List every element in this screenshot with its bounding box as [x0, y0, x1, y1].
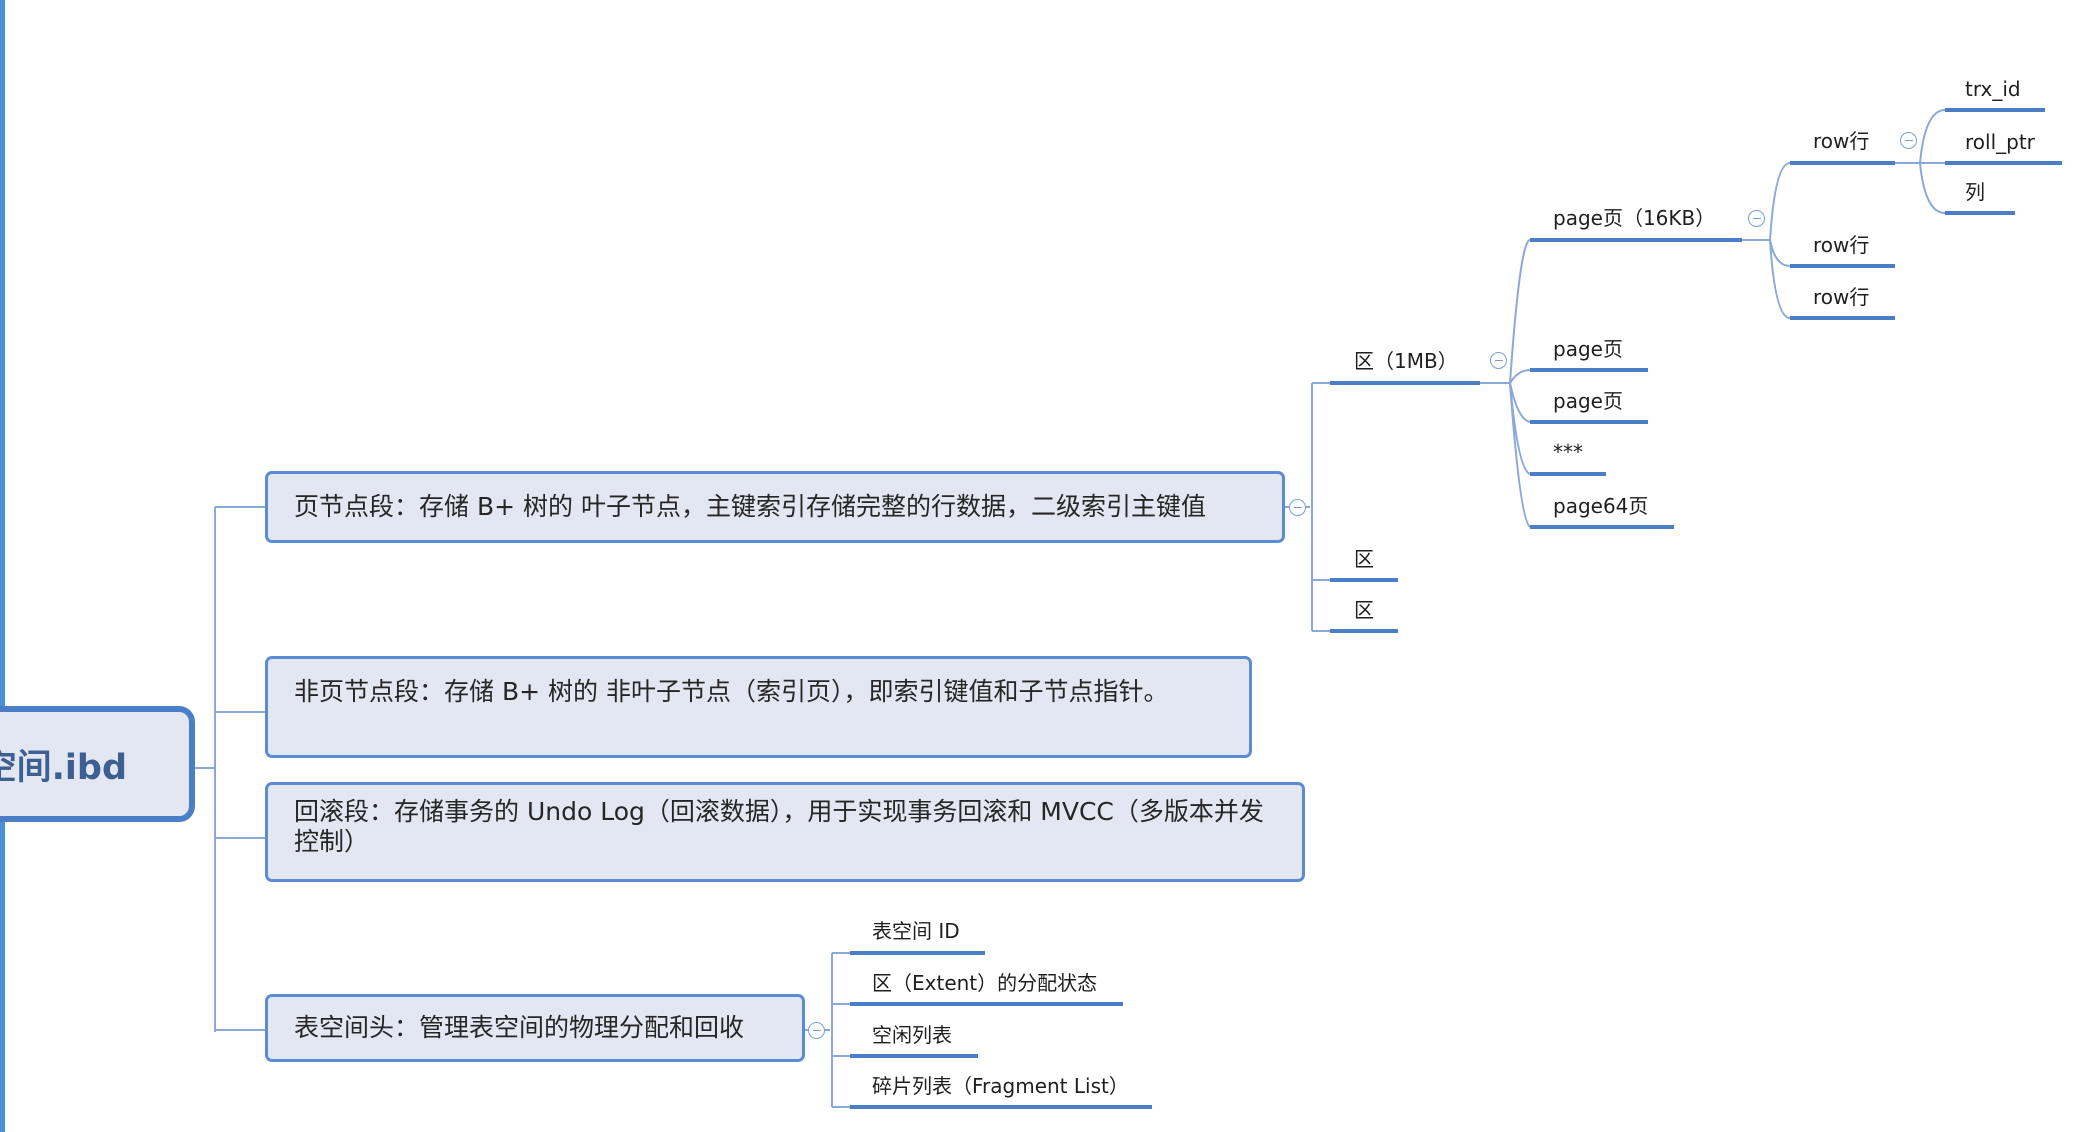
- segment-label: 回滚段：存储事务的 Undo Log（回滚数据），用于实现事务回滚和 MVCC（…: [294, 797, 1264, 856]
- extent-node[interactable]: 区: [1354, 598, 1374, 622]
- row-node[interactable]: row行: [1813, 233, 1870, 257]
- segment-leaf-node[interactable]: 页节点段：存储 B+ 树的 叶子节点，主键索引存储完整的行数据，二级索引主键值: [265, 471, 1285, 543]
- header-item-node[interactable]: 表空间 ID: [872, 919, 960, 943]
- page-node[interactable]: page页（16KB）: [1553, 206, 1716, 230]
- segment-label: 页节点段：存储 B+ 树的 叶子节点，主键索引存储完整的行数据，二级索引主键值: [294, 492, 1206, 521]
- collapse-toggle-icon[interactable]: [1289, 499, 1306, 516]
- column-node[interactable]: trx_id: [1965, 77, 2021, 101]
- header-item-node[interactable]: 区（Extent）的分配状态: [872, 971, 1098, 995]
- collapse-toggle-icon[interactable]: [1490, 352, 1507, 369]
- page-node[interactable]: page页: [1553, 389, 1623, 413]
- segment-tablespace-header[interactable]: 表空间头：管理表空间的物理分配和回收: [265, 994, 805, 1062]
- header-item-node[interactable]: 空闲列表: [872, 1023, 952, 1047]
- page-node[interactable]: page64页: [1553, 494, 1649, 518]
- left-edge-border: [0, 0, 5, 1132]
- row-node[interactable]: row行: [1813, 285, 1870, 309]
- collapse-toggle-icon[interactable]: [1748, 210, 1765, 227]
- segment-rollback[interactable]: 回滚段：存储事务的 Undo Log（回滚数据），用于实现事务回滚和 MVCC（…: [265, 782, 1305, 882]
- extent-node[interactable]: 区（1MB）: [1354, 349, 1458, 373]
- row-node[interactable]: row行: [1813, 129, 1870, 153]
- root-node[interactable]: 空间.ibd: [0, 706, 195, 822]
- root-label: 空间.ibd: [0, 747, 127, 788]
- column-node[interactable]: roll_ptr: [1965, 130, 2035, 154]
- segment-non-leaf-node[interactable]: 非页节点段：存储 B+ 树的 非叶子节点（索引页），即索引键值和子节点指针。: [265, 656, 1252, 758]
- page-node[interactable]: page页: [1553, 337, 1623, 361]
- extent-node[interactable]: 区: [1354, 547, 1374, 571]
- collapse-toggle-icon[interactable]: [1900, 132, 1917, 149]
- page-node[interactable]: ***: [1553, 440, 1583, 464]
- segment-label: 表空间头：管理表空间的物理分配和回收: [294, 1013, 745, 1042]
- column-node[interactable]: 列: [1965, 180, 1985, 204]
- header-item-node[interactable]: 碎片列表（Fragment List）: [872, 1074, 1129, 1098]
- collapse-toggle-icon[interactable]: [808, 1022, 825, 1039]
- segment-label: 非页节点段：存储 B+ 树的 非叶子节点（索引页），即索引键值和子节点指针。: [294, 677, 1169, 706]
